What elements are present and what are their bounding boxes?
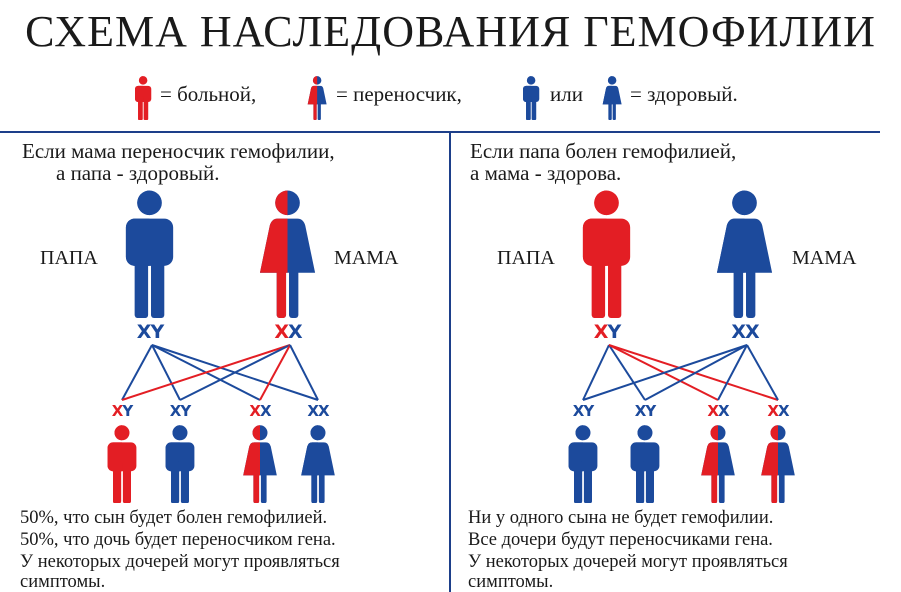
page-title: СХЕМА НАСЛЕДОВАНИЯ ГЕМОФИЛИИ xyxy=(25,7,876,56)
son-figure xyxy=(630,425,660,503)
divider-vertical xyxy=(449,131,451,592)
daughter-figure xyxy=(701,425,735,503)
footer-line-3: У некоторых дочерей могут проявляться xyxy=(20,552,340,572)
divider-horizontal xyxy=(0,131,880,133)
son-figure xyxy=(165,425,195,503)
child-genotype: XX xyxy=(249,402,272,420)
chromosome-x: X xyxy=(260,402,272,420)
inheritance-line xyxy=(121,344,291,401)
inheritance-line xyxy=(259,344,291,401)
child-genotype: XX xyxy=(707,402,730,420)
legend-healthy-woman-icon xyxy=(602,76,622,120)
chromosome-y: Y xyxy=(180,402,191,420)
mama-genotype: XX xyxy=(731,321,760,343)
chromosome-x: X xyxy=(718,402,730,420)
chromosome-x: X xyxy=(634,402,647,420)
chromosome-x: X xyxy=(136,321,152,343)
papa-label: ПАПА xyxy=(497,247,555,269)
footer-line-4: симптомы. xyxy=(468,572,554,592)
daughter-figure xyxy=(243,425,277,503)
chromosome-x: X xyxy=(307,402,319,420)
inheritance-line xyxy=(644,344,748,401)
panel-heading-line-1: Если мама переносчик гемофилии, xyxy=(22,139,335,163)
panel-heading-line-1: Если папа болен гемофилией, xyxy=(470,139,737,163)
chromosome-x: X xyxy=(572,402,585,420)
chromosome-x: X xyxy=(111,402,124,420)
inheritance-line xyxy=(582,344,748,401)
papa-genotype: XY xyxy=(136,321,164,343)
inheritance-line xyxy=(289,344,319,401)
child-genotype: XX xyxy=(307,402,330,420)
mama-label: МАМА xyxy=(334,247,399,269)
child-genotype: XX xyxy=(767,402,790,420)
chromosome-x: X xyxy=(274,321,289,343)
child-genotype: XY xyxy=(169,402,191,420)
chromosome-y: Y xyxy=(645,402,656,420)
daughter-figure xyxy=(301,425,335,503)
legend-sick-man-icon xyxy=(134,76,152,120)
papa-figure xyxy=(126,190,174,318)
footer-line-4: симптомы. xyxy=(20,572,106,592)
legend-sick-label: = больной, xyxy=(160,82,257,106)
legend-or-label: или xyxy=(550,82,583,106)
footer-line-2: 50%, что дочь будет переносчиком гена. xyxy=(20,530,336,550)
legend-carrier-woman-icon xyxy=(307,76,327,120)
child-genotype: XY xyxy=(111,402,133,420)
chromosome-x: X xyxy=(767,402,779,420)
child-genotype: XY xyxy=(572,402,594,420)
chromosome-x: X xyxy=(288,321,303,343)
mama-label: МАМА xyxy=(792,247,857,269)
legend-carrier-label: = переносчик, xyxy=(336,82,462,106)
son-figure xyxy=(568,425,598,503)
footer-line-2: Все дочери будут переносчиками гена. xyxy=(468,530,773,550)
mama-genotype: XX xyxy=(274,321,303,343)
papa-genotype: XY xyxy=(593,321,621,343)
inheritance-line xyxy=(746,344,779,401)
chromosome-x: X xyxy=(169,402,182,420)
papa-figure xyxy=(583,190,631,318)
panel-heading-line-2: а мама - здорова. xyxy=(470,161,622,185)
inheritance-line xyxy=(151,344,181,401)
legend-healthy-man-icon xyxy=(522,76,540,120)
daughter-figure xyxy=(761,425,795,503)
inheritance-line xyxy=(179,344,291,401)
chromosome-x: X xyxy=(778,402,790,420)
inheritance-line xyxy=(121,344,153,401)
chromosome-x: X xyxy=(731,321,746,343)
chromosome-x: X xyxy=(318,402,330,420)
mama-figure xyxy=(717,190,773,318)
chromosome-x: X xyxy=(593,321,609,343)
footer-line-1: 50%, что сын будет болен гемофилией. xyxy=(20,508,328,528)
inheritance-line xyxy=(608,344,779,401)
inheritance-line xyxy=(717,344,748,401)
chromosome-x: X xyxy=(745,321,760,343)
chromosome-y: Y xyxy=(150,321,164,343)
footer-line-3: У некоторых дочерей могут проявляться xyxy=(468,552,788,572)
chromosome-y: Y xyxy=(583,402,594,420)
son-figure xyxy=(107,425,137,503)
chromosome-y: Y xyxy=(607,321,621,343)
legend-healthy-label: = здоровый. xyxy=(630,82,738,106)
chromosome-x: X xyxy=(707,402,719,420)
inheritance-line xyxy=(582,344,610,401)
mama-figure xyxy=(260,190,316,318)
child-genotype: XY xyxy=(634,402,656,420)
chromosome-y: Y xyxy=(122,402,133,420)
papa-label: ПАПА xyxy=(40,247,98,269)
footer-line-1: Ни у одного сына не будет гемофилии. xyxy=(468,508,774,528)
panel-heading-line-2: а папа - здоровый. xyxy=(56,161,220,185)
chromosome-x: X xyxy=(249,402,261,420)
inheritance-line xyxy=(608,344,646,401)
